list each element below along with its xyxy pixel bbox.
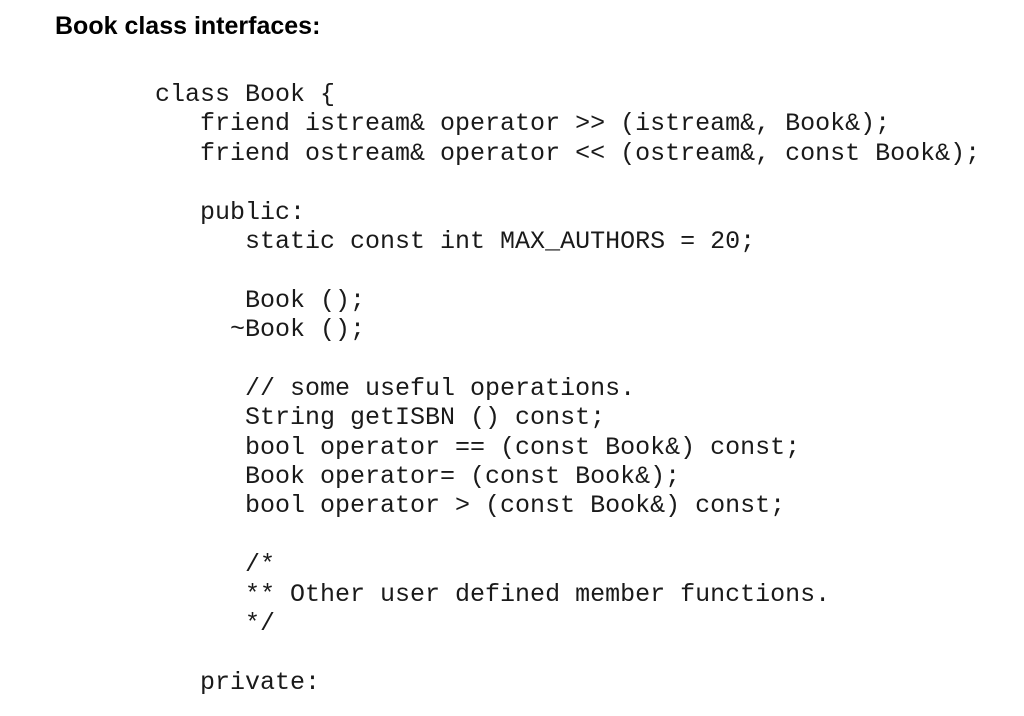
code-line-operator-greater: bool operator > (const Book&) const; — [155, 491, 786, 521]
code-line-get-isbn: String getISBN () const; — [155, 403, 606, 433]
code-line-friend-ostream: friend ostream& operator << (ostream&, c… — [155, 138, 981, 168]
code-line-operator-equals: bool operator == (const Book&) const; — [155, 432, 801, 462]
code-line-block-comment-open: /* — [155, 550, 276, 580]
code-line-blank — [155, 638, 980, 667]
code-line-friend-istream: friend istream& operator >> (istream&, B… — [155, 109, 891, 139]
section-heading: Book class interfaces: — [55, 12, 321, 40]
code-line-destructor: ~Book (); — [155, 315, 366, 345]
code-line-blank — [155, 168, 980, 197]
code-line-operator-assign: Book operator= (const Book&); — [155, 462, 681, 492]
code-line-blank — [155, 345, 980, 374]
code-line-block-comment-body: ** Other user defined member functions. — [155, 579, 831, 609]
code-line-public: public: — [155, 197, 306, 227]
code-line-max-authors: static const int MAX_AUTHORS = 20; — [155, 226, 756, 256]
code-line-blank — [155, 256, 980, 285]
code-line-private: private: — [155, 667, 321, 697]
code-line-class-decl: class Book { — [155, 80, 336, 109]
code-line-block-comment-close: */ — [155, 609, 276, 639]
code-block: class Book { friend istream& operator >>… — [155, 80, 980, 697]
code-line-comment: // some useful operations. — [155, 373, 636, 403]
code-line-blank — [155, 521, 980, 550]
code-line-constructor: Book (); — [155, 285, 366, 315]
